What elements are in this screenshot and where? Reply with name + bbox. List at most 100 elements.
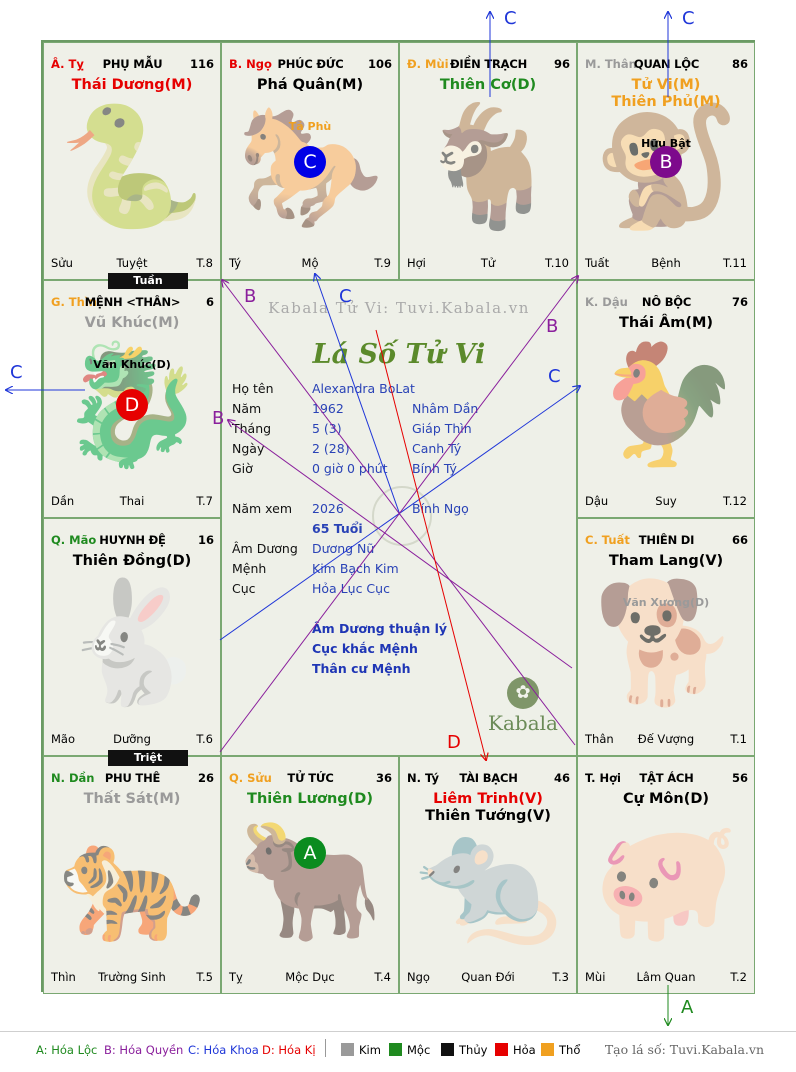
legend-divider bbox=[325, 1039, 326, 1057]
zodiac-animal-icon: 🐇 bbox=[58, 572, 206, 711]
credit-text: Tạo lá số: Tuvi.Kabala.vn bbox=[604, 1042, 764, 1057]
palace-age-number: 96 bbox=[553, 57, 570, 71]
palace-can-chi: N. Tý bbox=[407, 771, 439, 785]
main-star: Thiên Lương(D) bbox=[247, 791, 373, 807]
info-key: Năm bbox=[232, 401, 262, 416]
element-swatch bbox=[341, 1043, 354, 1056]
palace-stage: Lâm Quan bbox=[636, 970, 696, 984]
hoa-marker-icon: B bbox=[650, 146, 682, 178]
hoa-marker-icon: C bbox=[294, 146, 326, 178]
palace-can-chi: B. Ngọ bbox=[229, 57, 272, 71]
info-row: Tháng 5 (3) Giáp Thìn bbox=[232, 421, 572, 441]
palace-stars: Tham Lang(V)Văn Xương(D) bbox=[578, 553, 754, 610]
palace-stage: Trường Sinh bbox=[98, 970, 166, 984]
palace-age-number: 106 bbox=[367, 57, 392, 71]
main-star: Tử Vi(M) bbox=[631, 77, 701, 93]
palace-can-chi: G. Thìn bbox=[51, 295, 97, 309]
element-swatch bbox=[389, 1043, 402, 1056]
info-value: 5 (3) bbox=[312, 421, 342, 436]
palace-name: PHÚC ĐỨC bbox=[277, 57, 344, 71]
palace-can-chi: K. Dậu bbox=[585, 295, 628, 309]
info-can-chi: Giáp Thìn bbox=[412, 421, 472, 436]
main-star: Thái Dương(M) bbox=[71, 77, 193, 93]
zodiac-animal-icon: 🐓 bbox=[592, 334, 740, 473]
info-can-chi: Canh Tý bbox=[412, 441, 462, 456]
main-star: Liêm Trinh(V) bbox=[433, 791, 543, 807]
main-star: Cự Môn(D) bbox=[622, 791, 710, 807]
palace-branch: Ngọ bbox=[407, 970, 430, 984]
main-star: Tham Lang(V) bbox=[608, 553, 724, 569]
tuan-tag: Tuần bbox=[108, 273, 188, 289]
palace-stars: Thiên Cơ(D) bbox=[400, 77, 576, 94]
palace-stage: Suy bbox=[655, 494, 677, 508]
palace-month: T.10 bbox=[545, 256, 569, 270]
palace-stage: Mộ bbox=[301, 256, 319, 270]
main-star: Thiên Cơ(D) bbox=[439, 77, 537, 93]
palace-stars: Phá Quân(M) Tả Phù bbox=[222, 77, 398, 134]
zodiac-animal-icon: 🐍 bbox=[58, 96, 206, 235]
info-value: 2 (28) bbox=[312, 441, 350, 456]
legend-element: Hỏa bbox=[495, 1043, 536, 1057]
palace-branch: Dậu bbox=[585, 494, 609, 508]
main-star: Phá Quân(M) bbox=[256, 77, 364, 93]
palace-branch: Mùi bbox=[585, 970, 606, 984]
minor-star: Văn Khúc(D) bbox=[93, 358, 171, 371]
element-label: Hỏa bbox=[513, 1043, 536, 1057]
palace-name: TẬT ÁCH bbox=[639, 771, 694, 785]
legend-hoa-loc: A: Hóa Lộc bbox=[36, 1043, 98, 1057]
arrow-label: D bbox=[447, 732, 461, 753]
palace-branch: Tý bbox=[229, 256, 242, 270]
palace-name: PHỤ MẪU bbox=[102, 57, 163, 71]
minor-star: Hữu Bật bbox=[641, 137, 691, 150]
arrow-label: A bbox=[681, 997, 694, 1018]
palace-stars: Vũ Khúc(M)Văn Khúc(D) bbox=[44, 315, 220, 372]
legend-element: Thổ bbox=[541, 1043, 580, 1057]
palace-can-chi: N. Dần bbox=[51, 771, 95, 785]
watermark-text: Kabala Tử Vi: Tuvi.Kabala.vn bbox=[268, 299, 530, 317]
zodiac-animal-icon: 🐅 bbox=[58, 810, 206, 949]
info-value: 0 giờ 0 phút bbox=[312, 461, 388, 476]
info-value: 2026 bbox=[312, 501, 344, 516]
palace-name: ĐIỀN TRẠCH bbox=[449, 57, 528, 71]
triet-tag: Triệt bbox=[108, 750, 188, 766]
palace-month: T.11 bbox=[723, 256, 747, 270]
tree-icon: ✿ bbox=[507, 677, 539, 709]
palace-age-number: 86 bbox=[731, 57, 748, 71]
palace-branch: Sửu bbox=[51, 256, 73, 270]
palace-month: T.7 bbox=[196, 494, 213, 508]
palace-age-number: 36 bbox=[375, 771, 392, 785]
palace-branch: Hợi bbox=[407, 256, 426, 270]
minor-star: Tả Phù bbox=[288, 120, 332, 133]
palace-stars: Thái Dương(M) bbox=[44, 77, 220, 94]
center-info-panel: Kabala Tử Vi: Tuvi.Kabala.vn Lá Số Tử Vi… bbox=[221, 280, 577, 756]
palace-age-number: 76 bbox=[731, 295, 748, 309]
palace-stars: Cự Môn(D) bbox=[578, 791, 754, 808]
info-can-chi: Bính Ngọ bbox=[412, 501, 469, 516]
palace-can-chi: Q. Sửu bbox=[229, 771, 272, 785]
kabala-logo-text: Kabala bbox=[488, 711, 558, 735]
info-key: Tháng bbox=[232, 421, 272, 436]
kabala-logo: ✿ Kabala bbox=[488, 677, 558, 735]
